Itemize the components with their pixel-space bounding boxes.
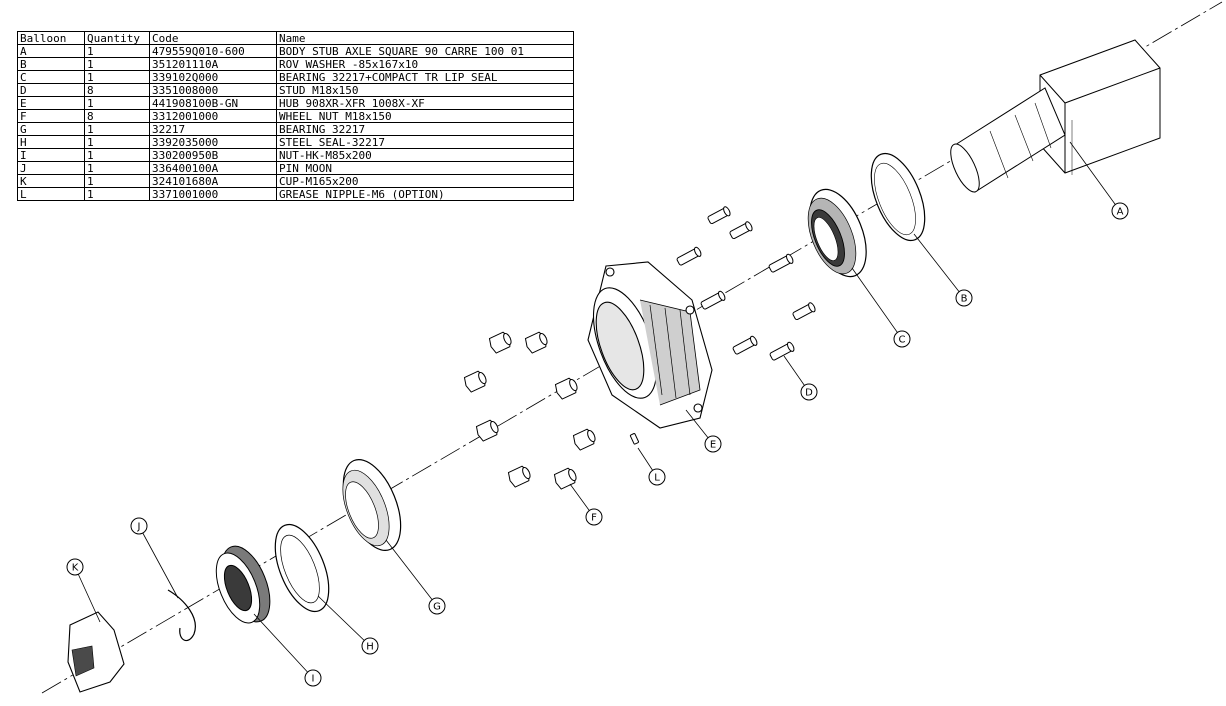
balloon-circle <box>1111 202 1129 220</box>
balloon-circle <box>304 669 322 687</box>
balloon-a: A <box>1069 141 1129 220</box>
balloon-circle <box>428 597 446 615</box>
balloon-circle <box>361 637 379 655</box>
part-d-studs <box>676 206 816 361</box>
balloon-circle <box>800 383 818 401</box>
balloon-circle <box>648 468 666 486</box>
part-f-wheel-nuts <box>463 331 596 490</box>
bom-cell-code: 3371001000 <box>149 187 277 201</box>
balloon-leader-line <box>253 613 314 679</box>
balloon-circle <box>130 517 148 535</box>
balloon-label: F <box>591 513 597 524</box>
balloon-circle <box>585 508 603 526</box>
part-e-hub <box>587 261 713 429</box>
balloon-leader-line <box>385 539 438 607</box>
balloon-layer: A B C D E F G H I J K L <box>66 141 1129 687</box>
balloon-label: K <box>72 563 79 574</box>
part-j-pin <box>167 589 196 642</box>
bom-header-row: Balloon Quantity Code Name <box>17 31 574 45</box>
balloon-g: G <box>385 539 446 615</box>
balloon-j: J <box>130 517 179 599</box>
balloon-circle <box>704 435 722 453</box>
balloon-f: F <box>569 483 603 526</box>
balloon-label: D <box>805 388 813 399</box>
balloon-label: I <box>312 674 315 685</box>
balloon-k: K <box>66 558 101 623</box>
balloon-circle <box>955 289 973 307</box>
part-g-bearing <box>342 458 402 552</box>
balloon-d: D <box>783 355 818 401</box>
balloon-h: H <box>317 595 379 655</box>
balloon-circle <box>893 330 911 348</box>
balloon-l: L <box>637 447 666 486</box>
balloon-leader-line <box>1069 141 1121 212</box>
balloon-i: I <box>253 613 322 687</box>
balloon-leader-line <box>851 267 903 340</box>
balloon-leader-line <box>138 525 179 599</box>
part-h-steel-seal <box>274 523 330 613</box>
balloon-e: E <box>685 409 722 453</box>
balloon-circle <box>66 558 84 576</box>
balloon-leader-line <box>74 566 101 623</box>
balloon-label: L <box>654 473 660 484</box>
part-k-hub-cap <box>67 611 125 693</box>
balloon-label: B <box>961 294 968 305</box>
part-a-stub-axle <box>950 39 1161 193</box>
balloon-leader-line <box>317 595 371 647</box>
part-b-washer <box>870 152 926 242</box>
part-l-grease-nipple <box>629 433 640 445</box>
balloon-label: G <box>433 602 441 613</box>
balloon-label: E <box>710 440 716 451</box>
balloon-label: A <box>1117 207 1124 218</box>
balloon-label: J <box>137 522 141 533</box>
balloon-c: C <box>851 267 911 348</box>
part-c-bearing-seal <box>807 188 867 278</box>
balloon-label: H <box>366 642 374 653</box>
part-i-hub-nut <box>215 545 271 624</box>
balloon-label: C <box>899 335 906 346</box>
balloon-leader-line <box>913 233 965 299</box>
balloon-b: B <box>913 233 973 307</box>
bom-cell-name: GREASE NIPPLE-M6 (OPTION) <box>276 187 574 201</box>
